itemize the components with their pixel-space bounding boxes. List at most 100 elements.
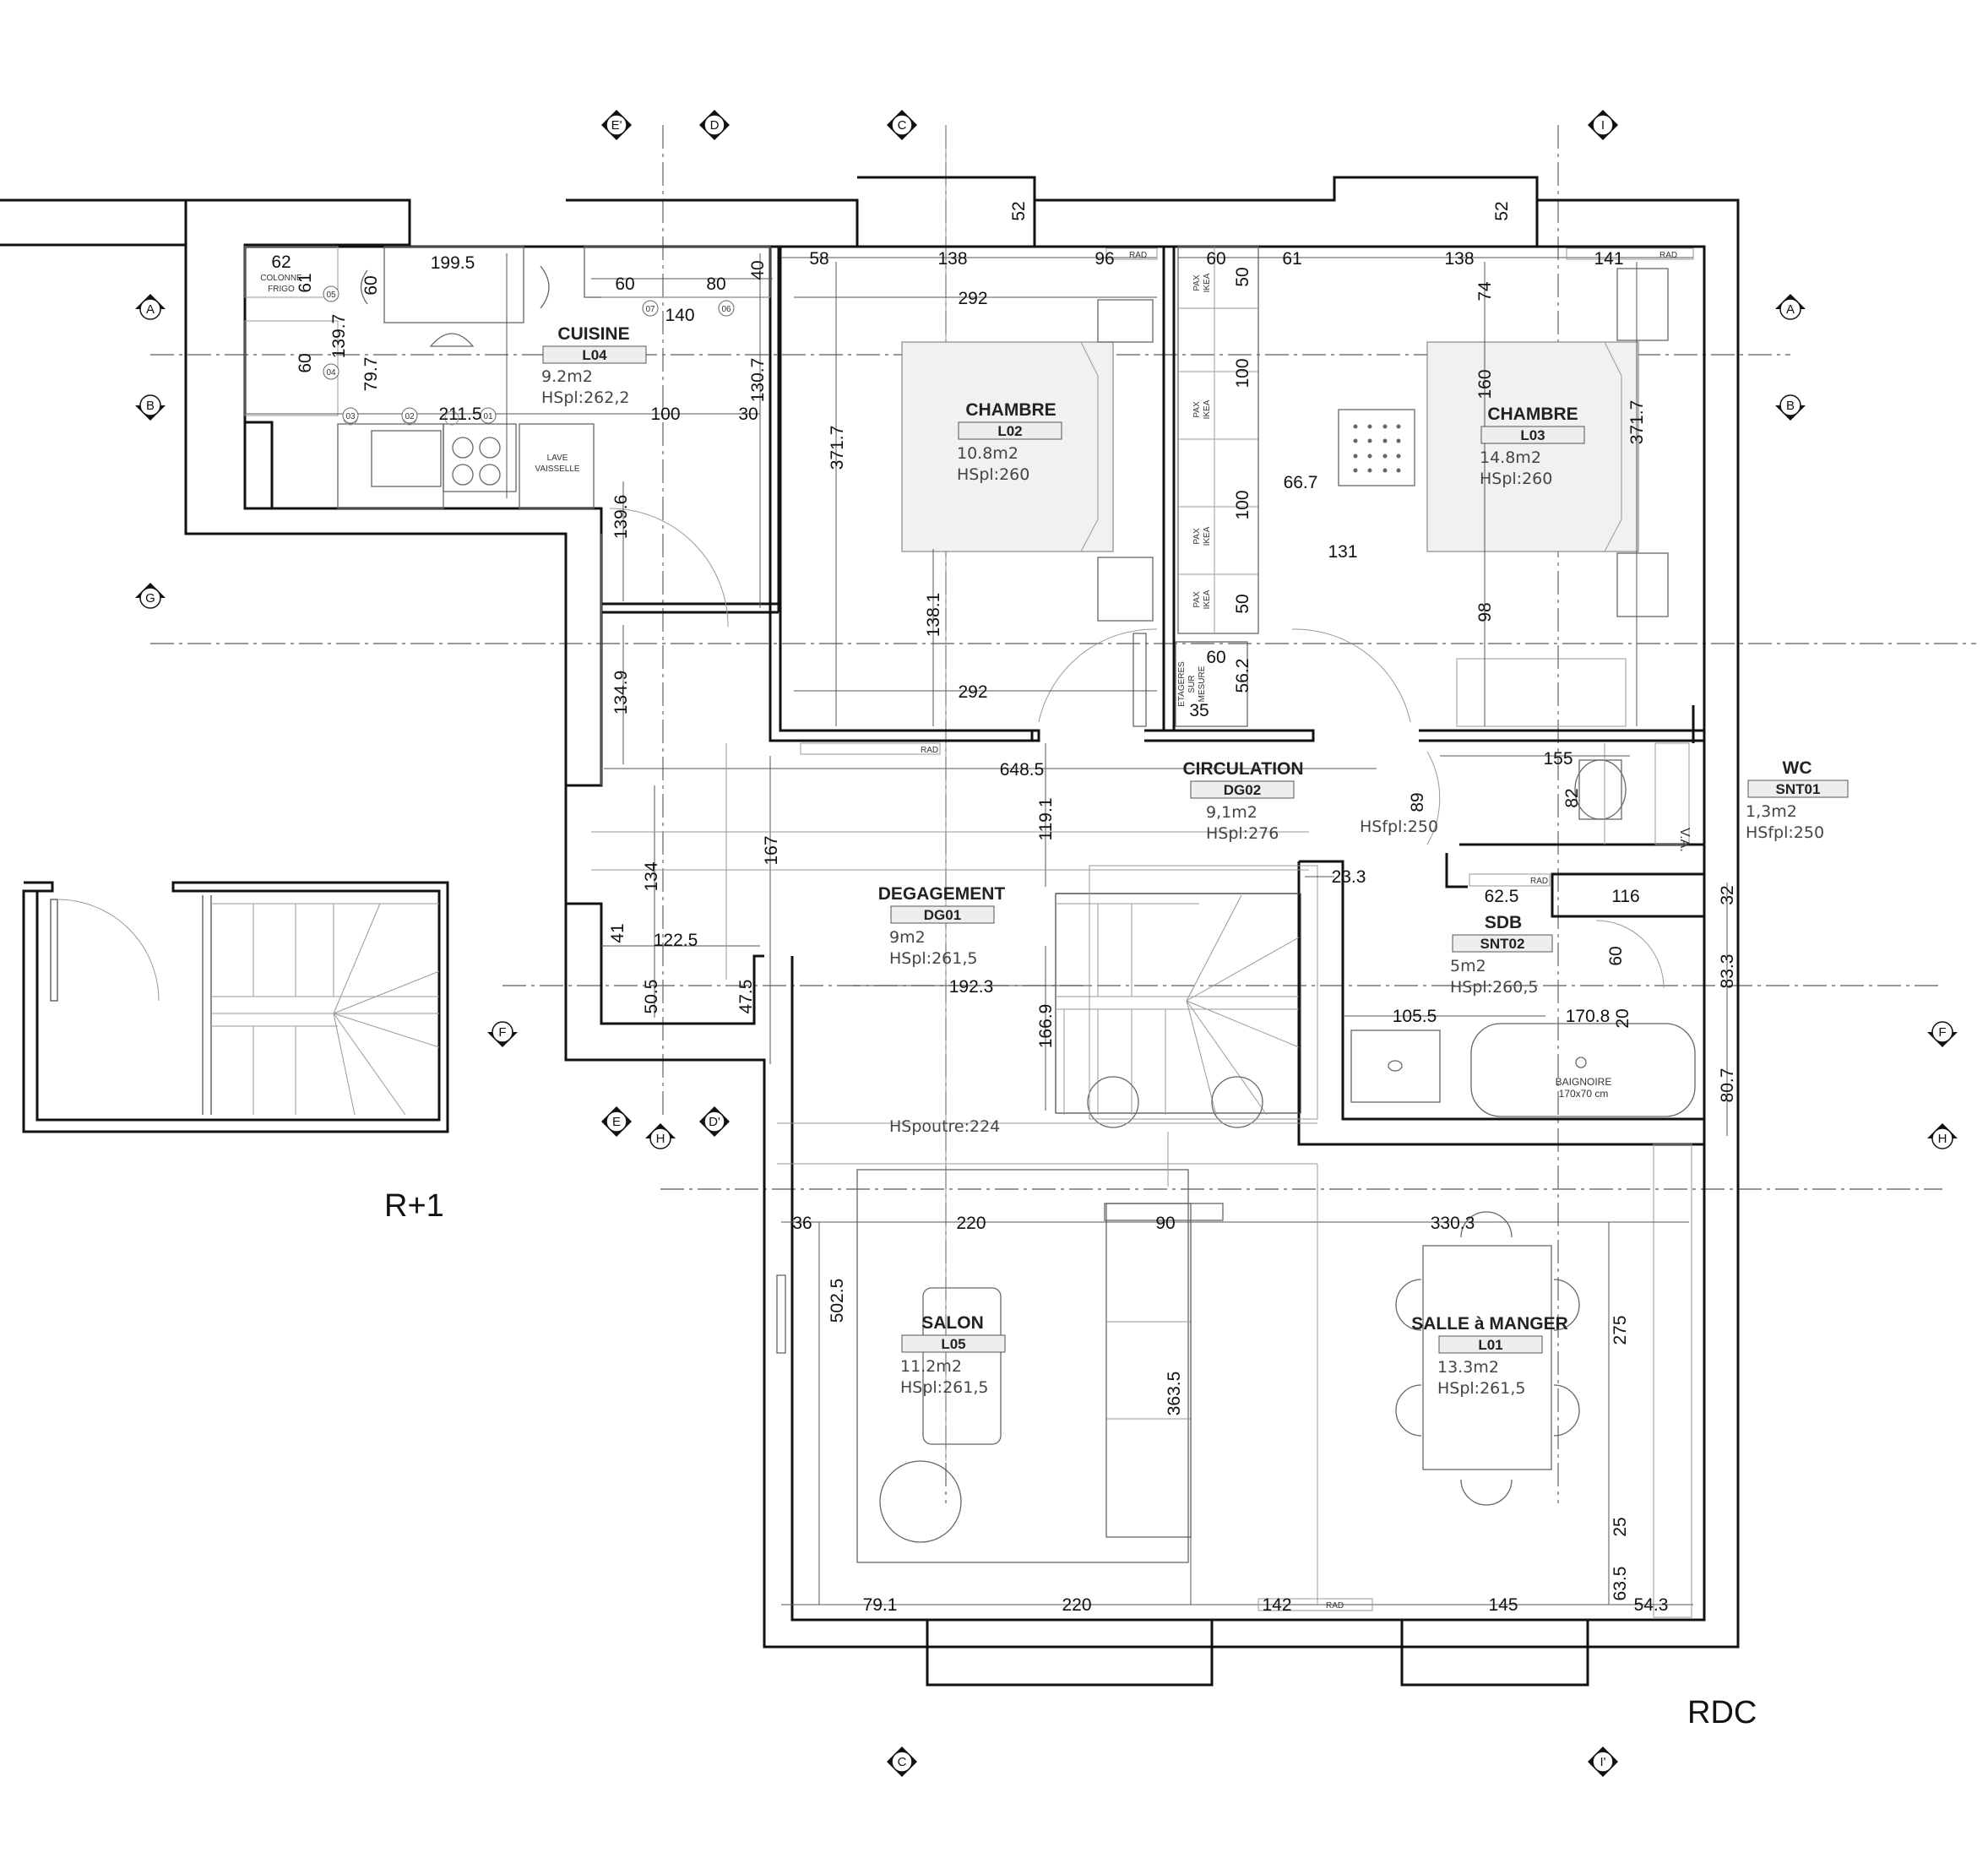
svg-text:96: 96 xyxy=(1094,249,1114,269)
svg-text:61: 61 xyxy=(296,273,315,292)
svg-text:138.1: 138.1 xyxy=(924,593,943,638)
level-label-ground: RDC xyxy=(1687,1695,1757,1730)
svg-text:CUISINE: CUISINE xyxy=(557,324,629,344)
room-label-circulation: CIRCULATION DG02 9,1m2 HSpl:276 xyxy=(1182,759,1303,843)
svg-text:35: 35 xyxy=(1189,701,1209,720)
bathroom-furniture xyxy=(1350,742,1696,1117)
svg-text:56.2: 56.2 xyxy=(1233,659,1252,693)
hsfpl-note: HSfpl:250 xyxy=(1360,818,1438,836)
svg-text:IKEA: IKEA xyxy=(1203,589,1212,609)
svg-text:RAD: RAD xyxy=(1530,877,1548,886)
svg-text:L01: L01 xyxy=(1478,1337,1502,1353)
axis-marker-a-right: A xyxy=(1775,294,1806,320)
svg-text:141: 141 xyxy=(1594,249,1623,269)
svg-text:20: 20 xyxy=(1613,1008,1632,1028)
svg-text:PAX: PAX xyxy=(1192,401,1202,418)
axis-marker-e-prime-top: E' xyxy=(601,110,632,140)
svg-text:138: 138 xyxy=(1444,249,1474,269)
dimension-lines xyxy=(247,253,1728,1605)
svg-text:192.3: 192.3 xyxy=(949,977,994,997)
axis-marker-h-left: H xyxy=(645,1123,676,1149)
svg-text:170x70 cm: 170x70 cm xyxy=(1559,1088,1609,1100)
svg-text:HSpl:276: HSpl:276 xyxy=(1206,824,1279,843)
svg-text:RAD: RAD xyxy=(1326,1601,1344,1611)
svg-text:D: D xyxy=(710,118,720,133)
svg-text:199.5: 199.5 xyxy=(431,253,475,273)
svg-text:134: 134 xyxy=(642,861,661,891)
svg-text:H: H xyxy=(656,1132,665,1146)
svg-text:61: 61 xyxy=(1282,249,1301,269)
svg-text:A: A xyxy=(1786,302,1795,317)
svg-text:155: 155 xyxy=(1543,749,1572,769)
svg-text:HSpl:261,5: HSpl:261,5 xyxy=(889,949,977,968)
svg-text:PAX: PAX xyxy=(1192,528,1202,545)
axis-marker-g: G xyxy=(135,583,166,609)
svg-text:06: 06 xyxy=(721,305,731,314)
svg-text:IKEA: IKEA xyxy=(1203,526,1212,546)
svg-text:648.5: 648.5 xyxy=(1000,760,1045,780)
axis-marker-b-left: B xyxy=(135,394,166,421)
svg-text:SDB: SDB xyxy=(1485,913,1522,932)
svg-text:HSpl:260,5: HSpl:260,5 xyxy=(1450,978,1538,997)
svg-text:PAX: PAX xyxy=(1192,591,1202,608)
svg-text:VAISSELLE: VAISSELLE xyxy=(535,465,580,474)
svg-text:220: 220 xyxy=(956,1214,986,1233)
svg-text:25: 25 xyxy=(1610,1517,1630,1536)
svg-text:01: 01 xyxy=(483,412,493,421)
svg-text:SALON: SALON xyxy=(921,1313,984,1333)
kitchen-item-markers: 01 02 03 04 05 06 07 xyxy=(323,285,735,424)
svg-text:60: 60 xyxy=(1206,249,1225,269)
svg-text:292: 292 xyxy=(958,682,987,702)
room-label-wc: WC SNT01 1,3m2 HSfpl:250 xyxy=(1746,758,1849,842)
axis-marker-a-left: A xyxy=(135,294,166,320)
room-label-chambre-l02: CHAMBRE L02 10.8m2 HSpl:260 xyxy=(957,400,1062,484)
svg-text:MESURE: MESURE xyxy=(1198,666,1207,702)
svg-text:50: 50 xyxy=(1233,267,1252,286)
svg-text:130.7: 130.7 xyxy=(748,358,768,403)
svg-text:PAX: PAX xyxy=(1192,274,1202,291)
svg-text:30: 30 xyxy=(738,405,758,424)
svg-text:G: G xyxy=(145,591,155,606)
room-label-chambre-l03: CHAMBRE L03 14.8m2 HSpl:260 xyxy=(1480,405,1585,488)
svg-text:60: 60 xyxy=(615,274,634,294)
svg-text:100: 100 xyxy=(1233,490,1252,519)
svg-text:275: 275 xyxy=(1610,1315,1630,1345)
svg-text:E': E' xyxy=(611,118,622,133)
kitchen-furniture xyxy=(244,246,771,785)
dimension-labels: 62 61 60 199.5 139.7 60 79.7 211.5 100 3… xyxy=(271,201,1737,1615)
svg-text:100: 100 xyxy=(1233,358,1252,388)
svg-text:RAD: RAD xyxy=(921,746,938,755)
svg-text:E: E xyxy=(612,1115,621,1129)
svg-text:HSpl:261,5: HSpl:261,5 xyxy=(1437,1379,1525,1398)
svg-text:62.5: 62.5 xyxy=(1485,887,1519,906)
svg-text:41: 41 xyxy=(608,923,627,943)
svg-text:9,1m2: 9,1m2 xyxy=(1206,803,1257,822)
svg-text:1,3m2: 1,3m2 xyxy=(1746,802,1797,821)
svg-text:502.5: 502.5 xyxy=(828,1279,847,1323)
svg-text:HSpl:260: HSpl:260 xyxy=(1480,470,1552,488)
svg-text:HSpl:262,2: HSpl:262,2 xyxy=(541,388,629,407)
svg-text:166.9: 166.9 xyxy=(1036,1004,1056,1049)
svg-text:80.7: 80.7 xyxy=(1718,1068,1737,1103)
svg-text:47.5: 47.5 xyxy=(736,980,756,1014)
room-label-sdb: SDB SNT02 5m2 HSpl:260,5 xyxy=(1450,913,1553,997)
svg-text:170.8: 170.8 xyxy=(1566,1007,1610,1026)
room-label-degagement: DEGAGEMENT DG01 9m2 HSpl:261,5 xyxy=(878,884,1006,968)
svg-text:DG01: DG01 xyxy=(924,907,961,923)
svg-text:B: B xyxy=(1786,399,1795,413)
svg-text:371.7: 371.7 xyxy=(1627,400,1647,445)
svg-text:142: 142 xyxy=(1262,1595,1291,1615)
svg-text:145: 145 xyxy=(1488,1595,1518,1615)
axis-marker-f-left: F xyxy=(487,1021,518,1047)
svg-text:79.7: 79.7 xyxy=(361,357,381,392)
axis-markers: E' D C I A B G F xyxy=(135,110,1958,1777)
bedroom-furniture xyxy=(901,246,1669,727)
svg-text:90: 90 xyxy=(1155,1214,1175,1233)
axis-lines xyxy=(150,125,1976,1503)
svg-text:89: 89 xyxy=(1408,792,1427,812)
axis-marker-c-bottom: C xyxy=(887,1747,917,1777)
svg-text:50.5: 50.5 xyxy=(642,980,661,1014)
svg-text:62: 62 xyxy=(271,253,291,272)
svg-text:122.5: 122.5 xyxy=(654,931,698,950)
svg-text:03: 03 xyxy=(345,412,356,421)
